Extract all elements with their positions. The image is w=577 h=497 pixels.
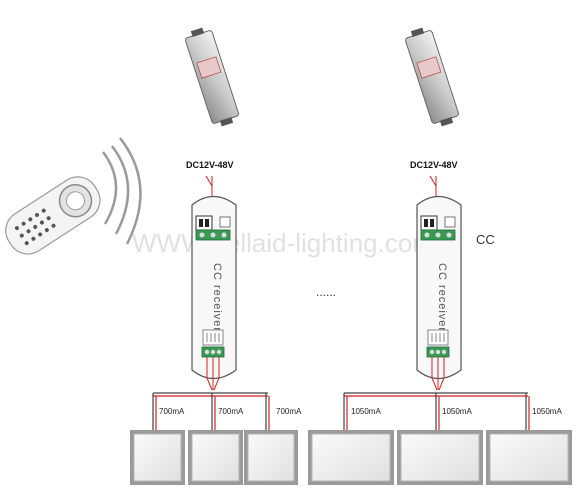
wiring-bus-left (152, 392, 270, 430)
led-panel-left-2 (188, 430, 243, 485)
dip-switch-left (202, 329, 224, 346)
supply-wire-right (429, 175, 437, 196)
current-label-right-3: 1050mA (532, 407, 562, 416)
continuation-dots: ...... (316, 285, 336, 299)
receiver-label-right: CC receiver (436, 263, 448, 332)
current-label-left-2: 700mA (218, 407, 244, 416)
current-label-right-2: 1050mA (442, 407, 472, 416)
led-panel-right-2 (397, 430, 483, 485)
cc-receiver-left: CC receiver (191, 195, 237, 380)
receiver-label-left: CC receiver (211, 263, 223, 332)
led-panel-right-1 (308, 430, 394, 485)
output-wires-left (206, 357, 220, 391)
current-label-left-3: 700mA (276, 407, 302, 416)
watermark-text: WWW.bellaid-lighting.com (132, 228, 434, 258)
supply-voltage-right: DC12V-48V (410, 160, 458, 170)
led-panel-right-3 (486, 430, 572, 485)
power-supply-right (405, 27, 459, 127)
led-panel-left-1 (130, 430, 185, 485)
supply-voltage-left: DC12V-48V (186, 160, 234, 170)
dip-switch-right (427, 329, 449, 346)
cc-label: CC (476, 232, 495, 247)
current-label-right-1: 1050mA (351, 407, 381, 416)
cc-receiver-right: CC receiver (416, 195, 462, 380)
current-label-left-1: 700mA (159, 407, 185, 416)
led-panel-left-3 (244, 430, 298, 485)
output-wires-right (431, 357, 445, 391)
power-supply-left (185, 27, 239, 127)
wiring-bus-right (343, 392, 530, 430)
supply-wire-left (205, 175, 213, 196)
remote-control (5, 137, 142, 255)
